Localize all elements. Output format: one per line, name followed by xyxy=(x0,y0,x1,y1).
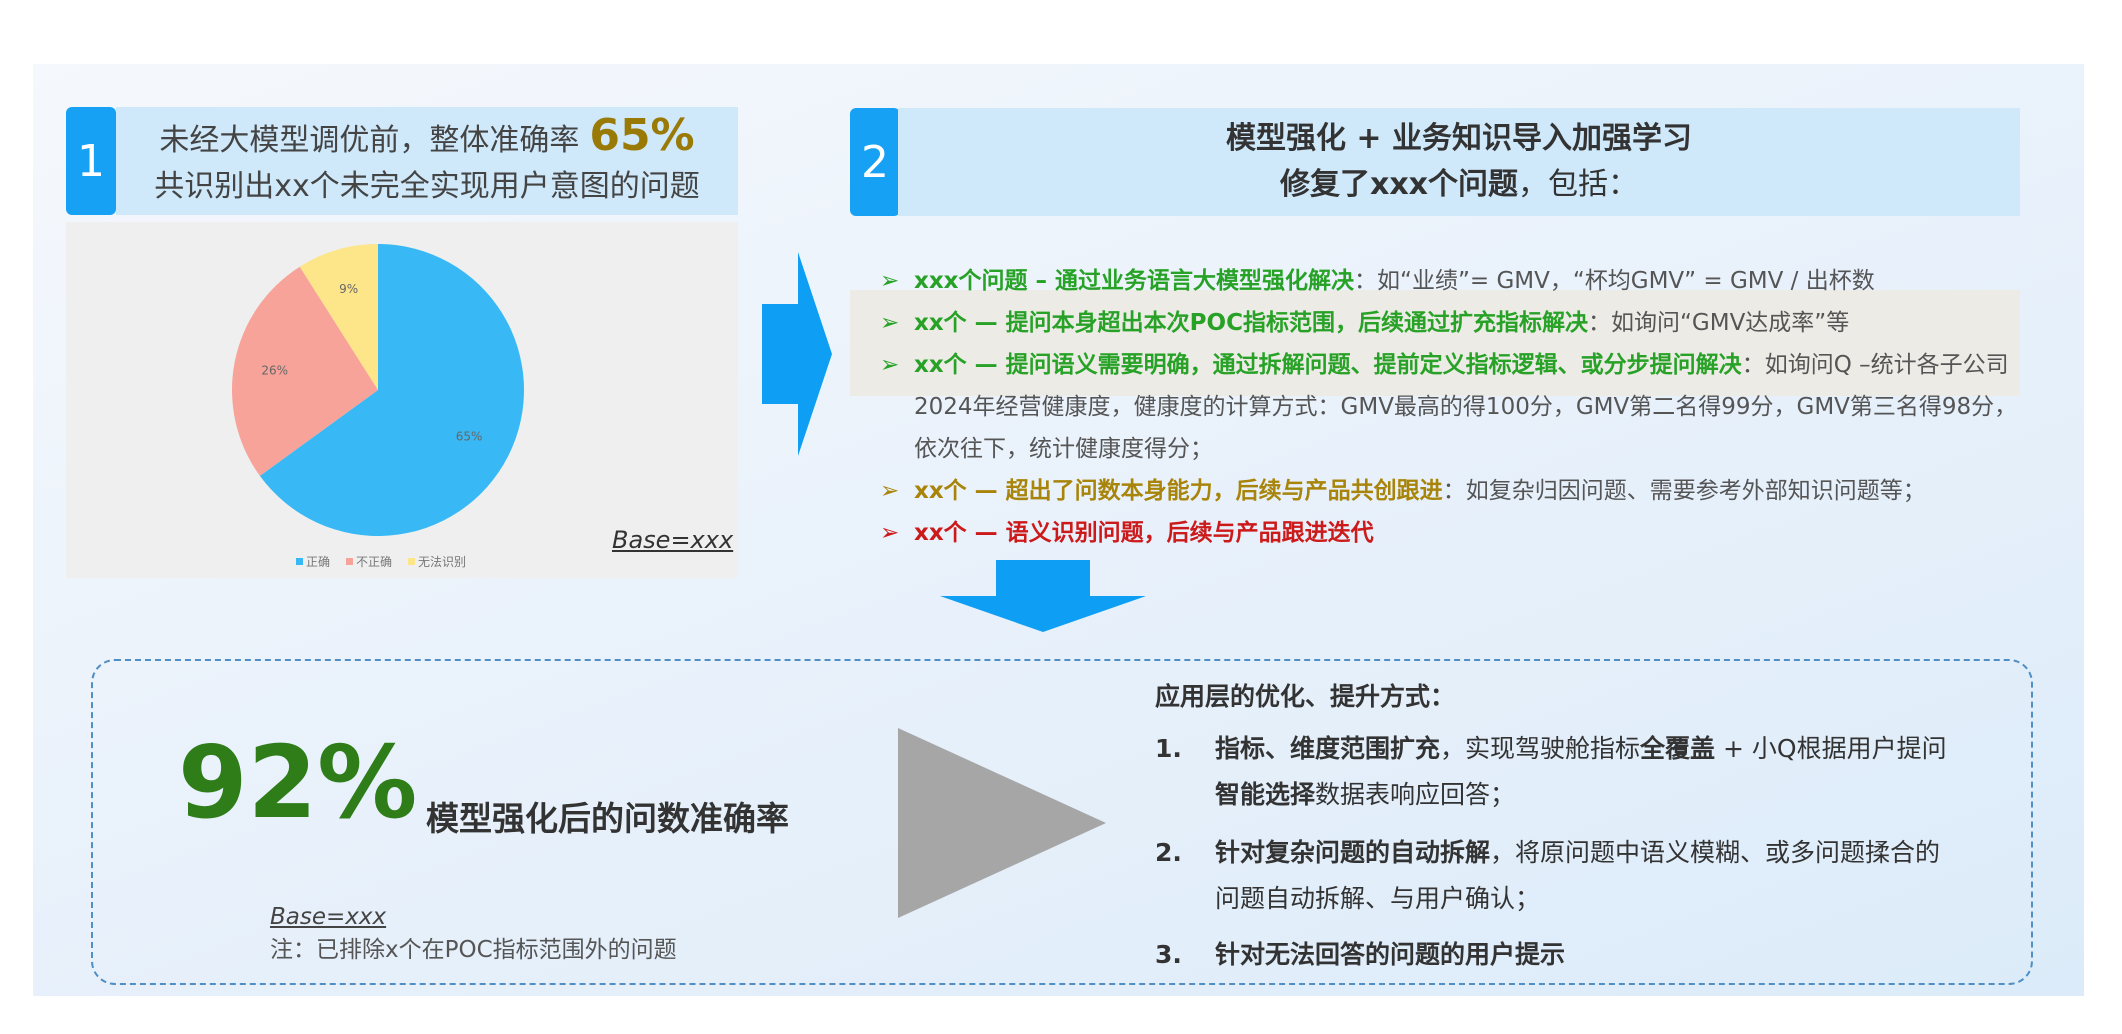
arrow-bullet-icon: ➢ xyxy=(880,352,900,378)
list-item: ➢ xx个 — 语义识别问题，后续与产品跟进迭代 xyxy=(880,512,2020,554)
panel1-line1-text: 未经大模型调优前，整体准确率 xyxy=(159,122,580,158)
note-block: Base=xxx 注：已排除x个在POC指标范围外的问题 xyxy=(270,904,677,964)
bullet-heading: xxx个问题 – 通过业务语言大模型强化解决 xyxy=(914,268,1355,294)
item-3-bold-a: 针对无法回答的问题的用户提示 xyxy=(1215,940,1566,969)
item-1-bold-c: 全覆盖 xyxy=(1640,734,1716,763)
list-item: ➢ xxx个问题 – 通过业务语言大模型强化解决：如“业绩”= GMV，“杯均G… xyxy=(880,260,2020,302)
list-item: ➢ xx个 — 超出了问数本身能力，后续与产品共创跟进：如复杂归因问题、需要参考… xyxy=(880,470,2020,512)
panel1-line2: 共识别出xx个未完全实现用户意图的问题 xyxy=(154,168,700,204)
pie-slice-2 xyxy=(231,266,378,476)
legend-label: 无法识别 xyxy=(418,555,466,569)
panel2-header: 模型强化 + 业务知识导入加强学习 修复了xxx个问题，包括： xyxy=(898,108,2020,216)
item-2-text-b: ，将原问题中语义模糊、或多问题揉合的问题自动拆解、与用户确认； xyxy=(1215,838,1941,913)
pie-chart: 65% 26% 9% 正确 不正确 无法识别 xyxy=(231,244,524,569)
panel1-base-label: Base=xxx xyxy=(612,526,734,554)
legend-swatch xyxy=(408,558,415,565)
bullet-heading: xx个 — 提问本身超出本次POC指标范围，后续通过扩充指标解决 xyxy=(914,310,1588,336)
panel2-title1: 模型强化 + 业务知识导入加强学习 xyxy=(1225,121,1693,156)
fix-list: ➢ xxx个问题 – 通过业务语言大模型强化解决：如“业绩”= GMV，“杯均G… xyxy=(880,260,2020,554)
bullet-detail: ：如询问Q –统计各子公司2024年经营健康度，健康度的计算方式：GMV最高的得… xyxy=(914,352,2018,462)
pie-slice-labels: 65% 26% 9% xyxy=(261,282,482,443)
pie-slice-label: 9% xyxy=(339,282,358,296)
item-1-text-d: + 小Q根据用户提问 xyxy=(1715,734,1947,763)
item-number: 3. xyxy=(1155,940,1182,969)
arrow-bullet-icon: ➢ xyxy=(880,478,900,504)
section-number-1: 1 xyxy=(66,107,116,215)
list-item: ➢ xx个 — 提问语义需要明确，通过拆解问题、提前定义指标逻辑、或分步提问解决… xyxy=(880,344,2020,470)
pie-legend: 正确 不正确 无法识别 xyxy=(296,555,466,569)
bullet-detail: ：如复杂归因问题、需要参考外部知识问题等； xyxy=(1442,478,1926,504)
pie-slice-1 xyxy=(259,244,524,536)
bullet-heading: xx个 — 提问语义需要明确，通过拆解问题、提前定义指标逻辑、或分步提问解决 xyxy=(914,352,1742,378)
pie-slice-3 xyxy=(299,244,378,390)
pie-slices xyxy=(231,244,524,536)
result-panel xyxy=(91,659,2033,985)
final-accuracy-caption: 模型强化后的问数准确率 xyxy=(426,799,789,838)
exclusion-note: 注：已排除x个在POC指标范围外的问题 xyxy=(270,937,677,963)
baseline-accuracy: 65% xyxy=(589,109,695,161)
optimization-item-3: 3. 针对无法回答的问题的用户提示 xyxy=(1155,932,1955,978)
bullet-heading: xx个 — 语义识别问题，后续与产品跟进迭代 xyxy=(914,520,1374,546)
bullet-detail: ：如“业绩”= GMV，“杯均GMV” = GMV / 出杯数 xyxy=(1354,268,1875,294)
item-1-text-f: 数据表响应回答； xyxy=(1315,780,1516,809)
bullet-detail: ：如询问“GMV达成率”等 xyxy=(1587,310,1850,336)
optimization-item-1: 1. 指标、维度范围扩充，实现驾驶舱指标全覆盖 + 小Q根据用户提问智能选择数据… xyxy=(1155,726,1955,818)
pie-chart-panel: 65% 26% 9% 正确 不正确 无法识别 Base=xxx xyxy=(66,222,738,578)
down-arrow-icon xyxy=(940,560,1146,632)
legend-swatch xyxy=(346,558,353,565)
item-number: 2. xyxy=(1155,838,1182,867)
arrow-bullet-icon: ➢ xyxy=(880,268,900,294)
arrow-bullet-icon: ➢ xyxy=(880,310,900,336)
list-item: ➢ xx个 — 提问本身超出本次POC指标范围，后续通过扩充指标解决：如询问“G… xyxy=(880,302,2020,344)
legend-label: 不正确 xyxy=(356,555,392,569)
panel2-title2: 修复了xxx个问题，包括： xyxy=(1280,162,1638,208)
section-number-2: 2 xyxy=(850,108,900,216)
legend-swatch xyxy=(296,558,303,565)
bottom-base-label: Base=xxx xyxy=(270,904,387,930)
item-1-bold-e: 智能选择 xyxy=(1215,780,1316,809)
right-arrow-icon xyxy=(762,252,832,456)
pie-slice-label: 26% xyxy=(261,363,288,377)
optimization-item-2: 2. 针对复杂问题的自动拆解，将原问题中语义模糊、或多问题揉合的问题自动拆解、与… xyxy=(1155,830,1955,922)
highlight-band xyxy=(850,290,2020,396)
pie-slice-label: 65% xyxy=(456,429,483,443)
panel2-title2-bold: 修复了xxx个问题 xyxy=(1279,167,1519,202)
panel2-title2-rest: ，包括： xyxy=(1518,167,1639,202)
item-1-text-b: ，实现驾驶舱指标 xyxy=(1440,734,1641,763)
item-2-bold-a: 针对复杂问题的自动拆解 xyxy=(1215,838,1491,867)
item-1-bold-a: 指标、维度范围扩充 xyxy=(1215,734,1441,763)
bullet-heading: xx个 — 超出了问数本身能力，后续与产品共创跟进 xyxy=(914,478,1443,504)
item-number: 1. xyxy=(1155,734,1182,763)
final-accuracy: 92% xyxy=(178,724,418,841)
arrow-bullet-icon: ➢ xyxy=(880,520,900,546)
legend-label: 正确 xyxy=(306,555,330,569)
optimization-title: 应用层的优化、提升方式： xyxy=(1155,682,1456,711)
play-triangle-icon xyxy=(898,728,1106,918)
